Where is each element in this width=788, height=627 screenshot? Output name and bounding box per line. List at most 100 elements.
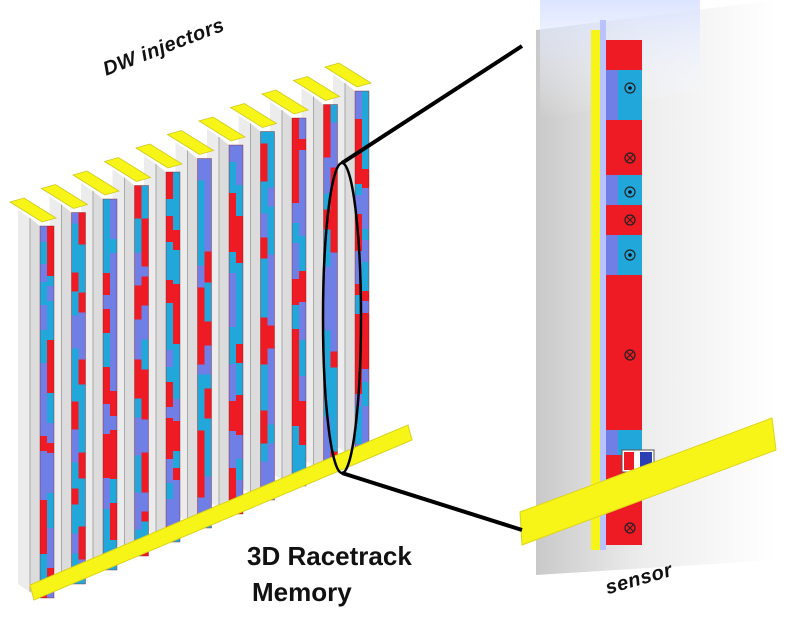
domain-segment [299,150,306,173]
domain-segment [166,338,173,350]
domain-segment [362,301,369,313]
zoom-domain-segment [618,275,642,430]
domain-segment [47,355,54,393]
track-outline [102,198,118,571]
domain-segment [78,515,86,527]
domain-segment [78,478,86,516]
domain-segment [229,468,236,509]
domain-segment [267,385,275,425]
domain-segment [362,343,369,369]
domain-segment [78,244,86,260]
domain-segment [134,319,142,360]
domain-segment [204,321,212,346]
domain-segment [323,354,331,377]
panel-face [124,177,135,556]
domain-segment [166,303,173,338]
domain-segment [355,284,362,295]
domain-segment [47,226,54,254]
domain-segment [355,146,362,184]
domain-segment [40,500,47,521]
domain-segment [141,305,149,323]
domain-segment [260,364,268,382]
domain-segment [362,262,369,291]
domain-segment [103,404,110,434]
domain-segment [173,503,180,533]
domain-segment [40,436,47,451]
domain-segment [197,337,205,365]
zoom-inner-segment [606,175,618,205]
domain-segment [134,285,142,320]
domain-segment [292,392,299,426]
domain-segment [71,272,79,292]
domain-segment [236,304,243,316]
domain-segment [229,364,236,401]
domain-segment [362,91,369,114]
domain-segment [362,219,369,229]
domain-segment [267,166,275,188]
domain-segment [173,451,180,468]
domain-segment [47,568,54,581]
domain-segment [166,382,173,407]
domain-segment [103,509,110,544]
domain-segment [362,313,369,343]
domain-segment [173,172,180,213]
domain-segment [292,169,299,203]
memory-label: 3D Racetrack Memory [247,538,412,610]
domain-segment [166,199,173,216]
domain-segment [292,426,299,446]
domain-segment [229,145,236,162]
zoom-track-yellow [591,30,600,550]
domain-segment [299,173,306,185]
dot-in-circle-icon [628,190,632,194]
domain-segment [134,252,142,263]
domain-segment [236,344,243,363]
domain-segment [141,419,149,453]
domain-segment [229,193,236,223]
panel-face [345,83,355,458]
domain-segment [78,212,86,245]
domain-segment [323,137,331,158]
domain-segment [236,263,243,304]
domain-segment [355,251,362,284]
cross-in-circle-icon [626,216,634,224]
domain-segment [47,301,54,340]
domain-segment [362,188,369,219]
injector-bar [40,184,89,209]
zoom-inner-segment [606,275,618,430]
domain-segment [103,458,110,478]
cross-in-circle-icon [624,152,636,164]
domain-segment [71,252,79,273]
domain-segment [110,430,117,457]
domain-segment [103,333,110,367]
domain-segment [204,449,212,477]
domain-segment [323,266,331,297]
domain-segment [173,344,180,382]
domain-segment [47,453,54,493]
injector-bar [229,103,278,128]
domain-segment [78,526,86,560]
domain-segment [47,340,54,355]
domain-segment [292,329,299,357]
domain-segment [141,492,149,512]
domain-segment [330,252,338,279]
zoom-track-edge [600,20,606,550]
zoom-inner-segment [606,235,618,275]
domain-segment [40,305,47,330]
domain-segment [330,212,338,253]
dot-in-circle-icon [624,186,636,198]
domain-segment [47,443,54,453]
domain-segment [292,446,299,473]
domain-segment [141,266,149,277]
domain-segment [204,418,212,450]
domain-segment [323,157,331,194]
domain-segment [40,363,47,393]
domain-segment [204,388,212,419]
domain-segment [134,455,142,493]
domain-segment [78,373,86,385]
injector-bar [135,143,183,169]
domain-segment [323,229,331,267]
injector-bar [292,76,341,101]
cross-in-circle-icon [626,351,634,359]
domain-segment [362,143,369,169]
domain-segment [197,158,205,181]
